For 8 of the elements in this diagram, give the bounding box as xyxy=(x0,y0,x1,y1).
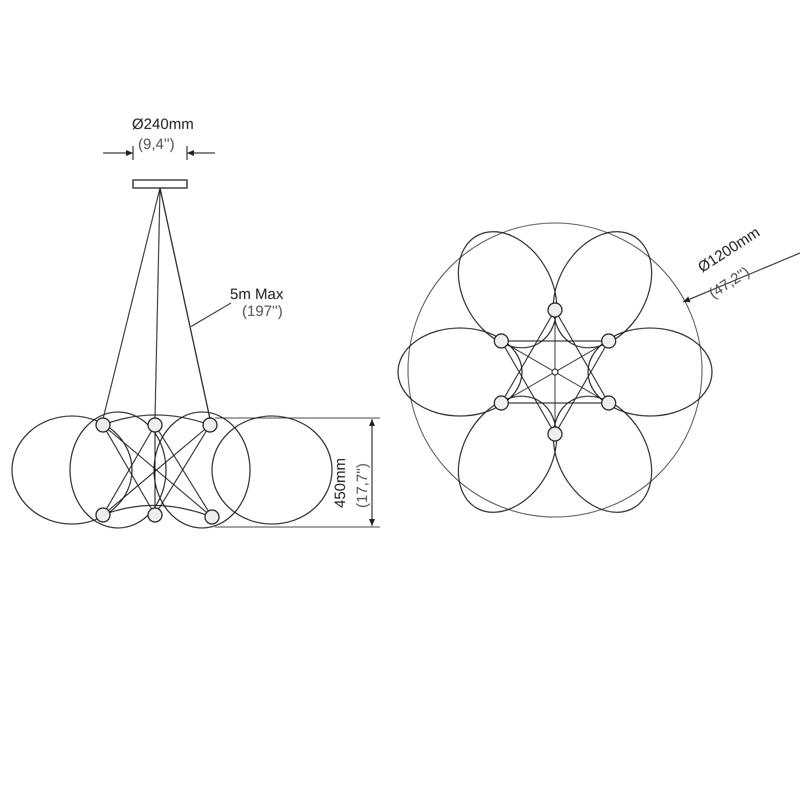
dimension-label: (9,4'') xyxy=(138,136,175,153)
dimension-label: 450mm xyxy=(332,458,349,508)
suspension-cable xyxy=(159,188,211,420)
dimension-label: Ø240mm xyxy=(132,116,194,133)
dimension-label: 5m Max xyxy=(230,286,284,303)
dimension-label: (197'') xyxy=(242,303,284,320)
leader-line xyxy=(190,302,232,328)
dimension-label: (17,7'') xyxy=(354,463,371,508)
